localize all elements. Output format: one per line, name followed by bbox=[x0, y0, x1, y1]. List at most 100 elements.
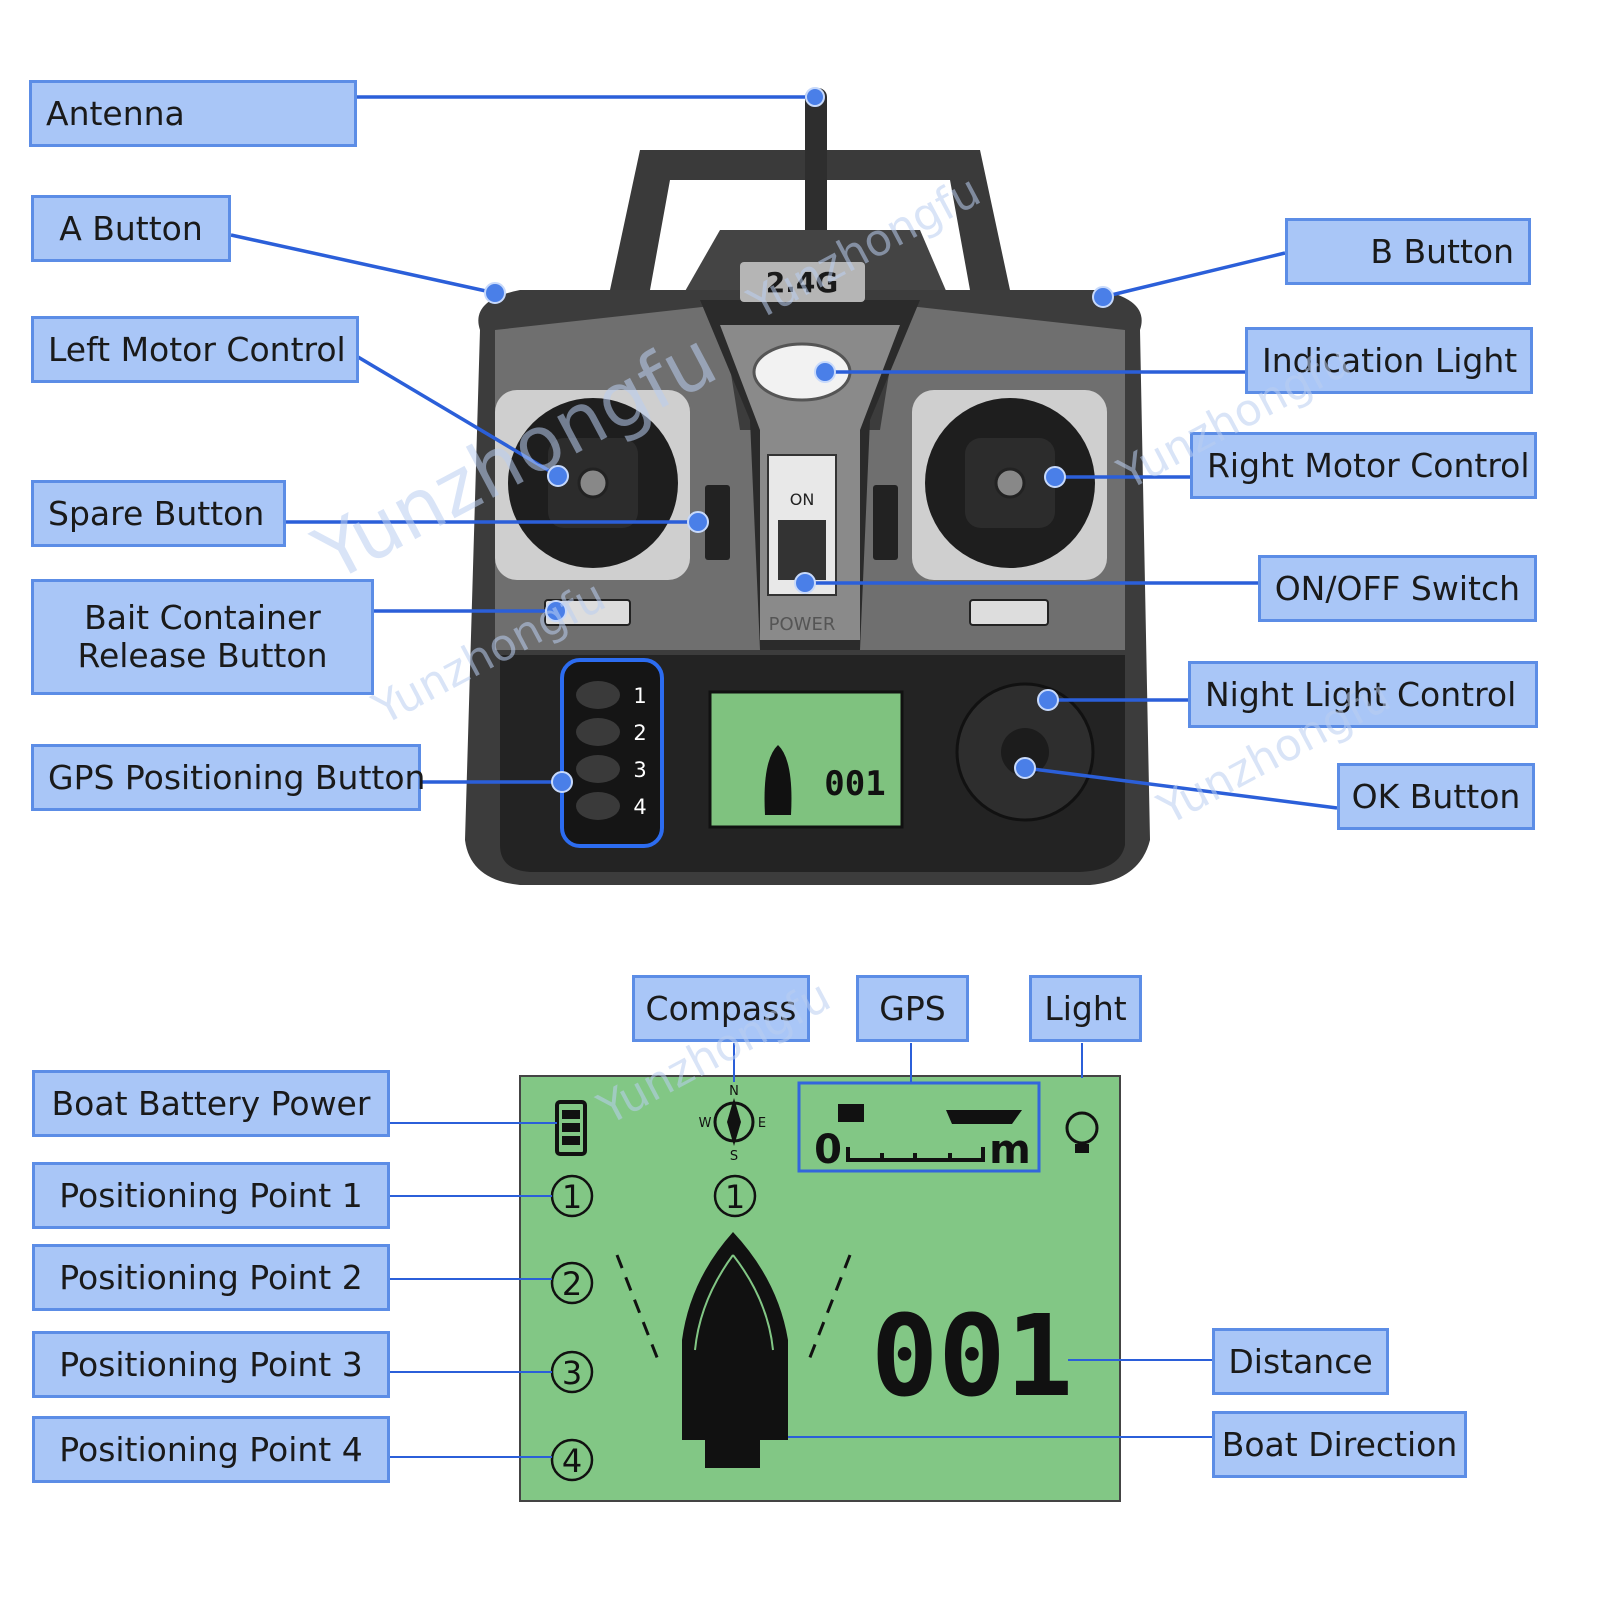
right-vertical-trim bbox=[873, 485, 898, 560]
boat-bow-highlight bbox=[732, 1254, 774, 1351]
leader-left-motor bbox=[357, 355, 559, 478]
lcd-leader-lines bbox=[390, 1043, 1212, 1458]
dot-a-button bbox=[484, 282, 506, 304]
gps-key-3 bbox=[576, 755, 620, 783]
dot-night-light bbox=[1037, 689, 1059, 711]
leader-a-button bbox=[230, 233, 496, 295]
compass-needle bbox=[727, 1098, 741, 1146]
label-point-4: Positioning Point 4 bbox=[32, 1416, 390, 1483]
dot-bait bbox=[545, 600, 567, 622]
target-point-number: 1 bbox=[725, 1178, 745, 1216]
mini-lcd-distance: 001 bbox=[824, 764, 885, 804]
dot-antenna bbox=[805, 87, 825, 107]
dot-b-button bbox=[1092, 286, 1114, 308]
label-compass: Compass bbox=[632, 975, 810, 1042]
dot-ok bbox=[1014, 757, 1036, 779]
dot-right-motor bbox=[1044, 466, 1066, 488]
leader-lines bbox=[230, 95, 1338, 810]
battery-bar bbox=[562, 1110, 580, 1119]
label-point-1: Positioning Point 1 bbox=[32, 1162, 390, 1229]
label-a-button: A Button bbox=[31, 195, 231, 262]
gps-key-number: 1 bbox=[633, 684, 646, 708]
label-b-button: B Button bbox=[1285, 218, 1531, 285]
point-4-number: 4 bbox=[562, 1442, 582, 1480]
mini-lcd bbox=[708, 690, 904, 829]
label-point-3: Positioning Point 3 bbox=[32, 1331, 390, 1398]
point-1-number: 1 bbox=[562, 1178, 582, 1216]
dot-gps-button bbox=[551, 771, 573, 793]
label-battery: Boat Battery Power bbox=[32, 1070, 390, 1137]
label-on-off-switch: ON/OFF Switch bbox=[1258, 555, 1537, 622]
label-gps-button: GPS Positioning Button bbox=[31, 744, 425, 811]
gps-scale-unit: m bbox=[989, 1127, 1031, 1173]
gps-scale-ruler bbox=[846, 1147, 985, 1162]
battery-bar bbox=[562, 1136, 580, 1145]
label-point-2: Positioning Point 2 bbox=[32, 1244, 390, 1311]
direction-guide-left bbox=[615, 1254, 662, 1366]
gps-key-number: 4 bbox=[633, 795, 646, 819]
target-point-circle bbox=[713, 1174, 757, 1218]
lcd-display bbox=[519, 1075, 1121, 1502]
battery-icon bbox=[555, 1100, 587, 1156]
label-indication-light: Indication Light bbox=[1245, 327, 1533, 394]
power-switch-slider bbox=[778, 520, 826, 580]
band-plate bbox=[740, 262, 865, 302]
dot-on-off bbox=[794, 572, 816, 594]
leader-ok bbox=[1024, 766, 1338, 810]
label-spare-button: Spare Button bbox=[31, 480, 286, 547]
left-vertical-trim bbox=[705, 485, 730, 560]
band-label: 2.4G bbox=[766, 266, 839, 299]
dot-left-motor bbox=[547, 465, 569, 487]
label-bait-release: Bait Container Release Button bbox=[31, 579, 374, 695]
left-stick-knob bbox=[577, 467, 609, 499]
compass-n: N bbox=[729, 1084, 739, 1099]
point-2-circle bbox=[550, 1261, 594, 1305]
right-horizontal-trim bbox=[969, 599, 1049, 626]
gps-range-box bbox=[797, 1081, 1041, 1173]
point-2-number: 2 bbox=[562, 1265, 582, 1303]
label-bait-line2: Release Button bbox=[77, 636, 328, 675]
mini-lcd-boat-icon bbox=[764, 745, 792, 815]
label-night-light: Night Light Control bbox=[1188, 661, 1538, 728]
ok-button-physical bbox=[1001, 728, 1049, 776]
label-boat-direction: Boat Direction bbox=[1212, 1411, 1467, 1478]
gps-key-2 bbox=[576, 718, 620, 746]
dot-indication bbox=[814, 361, 836, 383]
dot-spare bbox=[687, 511, 709, 533]
point-4-circle bbox=[550, 1438, 594, 1482]
battery-bar bbox=[562, 1123, 580, 1132]
compass-e: E bbox=[758, 1116, 766, 1131]
antenna-rod bbox=[805, 88, 827, 268]
label-antenna: Antenna bbox=[29, 80, 357, 147]
compass-w: W bbox=[699, 1116, 712, 1131]
gps-key-1 bbox=[576, 681, 620, 709]
gps-boat-icon bbox=[946, 1110, 1022, 1124]
switch-on-text: ON bbox=[790, 490, 815, 509]
gps-key-number: 2 bbox=[633, 721, 646, 745]
boat-icon bbox=[682, 1232, 788, 1468]
gps-scale-zero: 0 bbox=[814, 1127, 842, 1173]
power-text: POWER bbox=[769, 614, 836, 635]
label-bait-line1: Bait Container bbox=[84, 598, 321, 638]
gps-key-number: 3 bbox=[633, 758, 646, 782]
gps-key-4 bbox=[576, 792, 620, 820]
gps-base-icon bbox=[838, 1104, 864, 1122]
boat-bow-highlight bbox=[694, 1254, 734, 1351]
right-stick-knob bbox=[994, 467, 1026, 499]
light-bulb-base bbox=[1075, 1144, 1089, 1153]
leader-b-button bbox=[1102, 251, 1286, 299]
label-ok-button: OK Button bbox=[1337, 763, 1535, 830]
light-bulb-icon bbox=[1065, 1111, 1099, 1145]
distance-value: 001 bbox=[871, 1292, 1073, 1422]
label-gps: GPS bbox=[856, 975, 969, 1042]
label-distance: Distance bbox=[1212, 1328, 1389, 1395]
compass-s: S bbox=[730, 1149, 738, 1164]
direction-guide-right bbox=[805, 1254, 852, 1366]
label-right-motor: Right Motor Control bbox=[1190, 432, 1537, 499]
label-left-motor: Left Motor Control bbox=[31, 316, 359, 383]
label-light: Light bbox=[1029, 975, 1142, 1042]
point-3-number: 3 bbox=[562, 1354, 582, 1392]
leader-dots bbox=[484, 87, 1114, 793]
